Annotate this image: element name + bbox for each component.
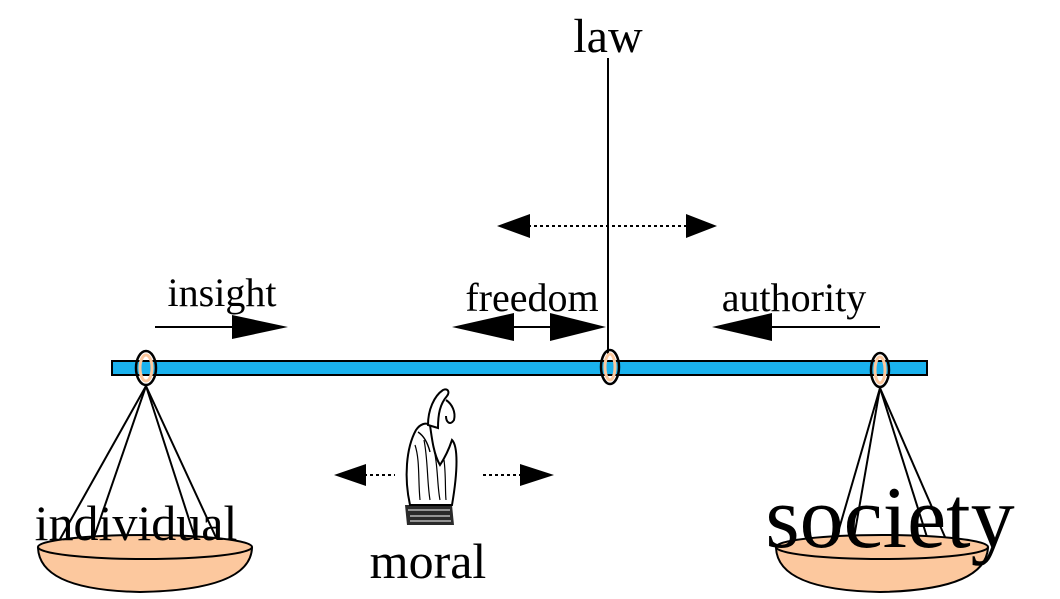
- law-range-arrow: [497, 214, 717, 238]
- left-ring: [134, 349, 158, 387]
- pointing-hand-icon: [405, 388, 458, 525]
- moral-right-arrow: [483, 464, 554, 486]
- scale-beam: [111, 360, 928, 376]
- moral-left-arrow: [334, 464, 395, 486]
- left-ring-inner: [138, 353, 154, 383]
- right-ring-inner: [873, 355, 887, 385]
- right-ring: [869, 351, 891, 389]
- authority-arrow: [712, 313, 880, 341]
- freedom-arrow: [452, 313, 606, 341]
- law-label: law: [573, 10, 643, 63]
- freedom-label: freedom: [465, 275, 598, 320]
- individual-label: individual: [35, 495, 238, 551]
- moral-label: moral: [370, 533, 487, 589]
- society-label: society: [765, 470, 1014, 567]
- right-pan: [774, 387, 990, 594]
- left-pan: [36, 385, 254, 594]
- insight-label: insight: [168, 270, 277, 315]
- insight-arrow: [155, 315, 288, 339]
- center-ring: [599, 348, 621, 386]
- authority-label: authority: [722, 275, 866, 320]
- center-ring-inner: [603, 352, 617, 382]
